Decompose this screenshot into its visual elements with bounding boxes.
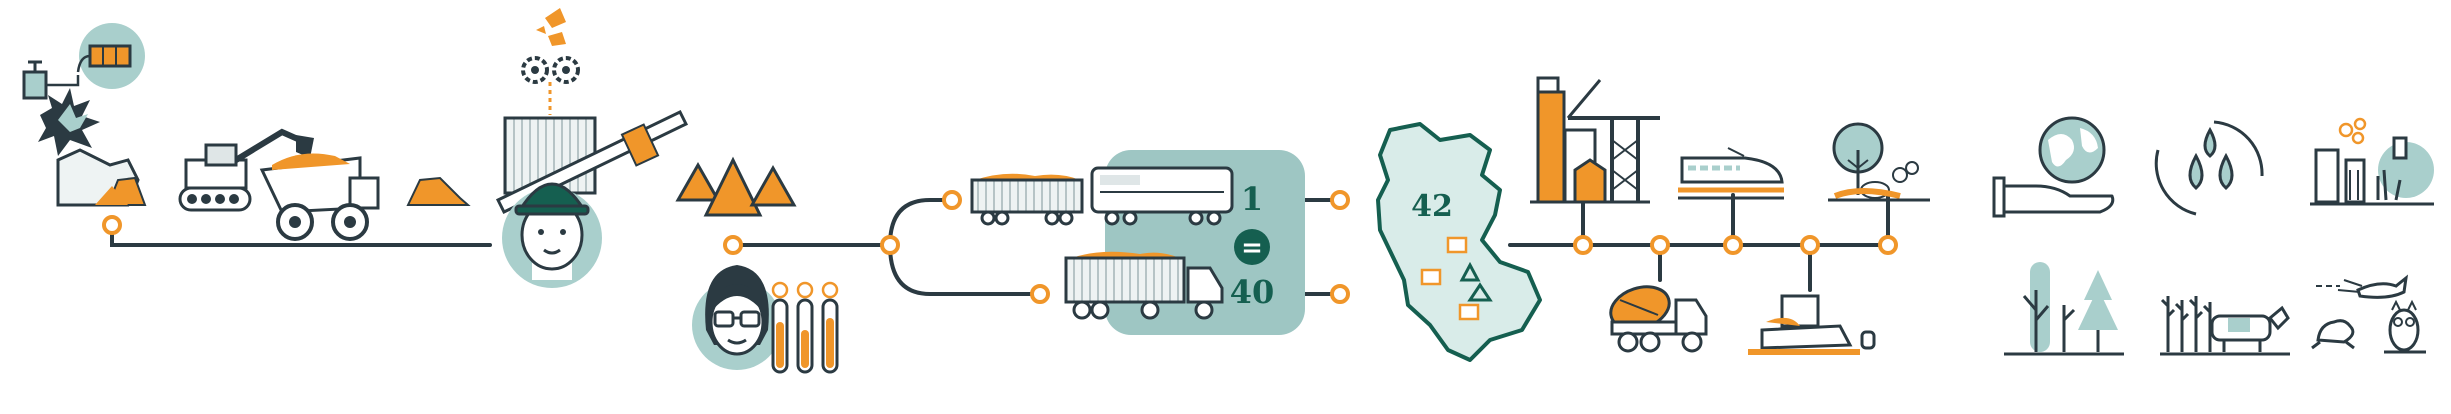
node [1723, 235, 1743, 255]
node [723, 235, 743, 255]
tree-icon [1828, 122, 1930, 202]
worker-helmet-icon [502, 182, 602, 288]
line-branch-top [888, 198, 954, 247]
dynamite-icon [22, 23, 145, 100]
equals-badge: = [1234, 229, 1270, 265]
plant-marker-icon [1446, 236, 1468, 254]
node [1030, 284, 1050, 304]
plant-marker-icon [1420, 268, 1442, 286]
aggregate-pile-icon [406, 176, 471, 206]
water-cycle-icon [2154, 120, 2264, 216]
equals-symbol: = [1241, 233, 1263, 263]
plant-marker-icon [1458, 303, 1480, 321]
plant-icon [1530, 76, 1660, 204]
farm-icon [2160, 296, 2290, 356]
explosion-icon [38, 88, 147, 207]
excavator-icon [178, 128, 314, 212]
node [1573, 235, 1593, 255]
connection-nodes [102, 190, 1898, 304]
test-tubes-icon [771, 281, 839, 374]
aggregate-piles-icon [675, 156, 797, 217]
forest-icon [2004, 262, 2124, 356]
truck-icon [1064, 251, 1224, 320]
node [1330, 190, 1350, 210]
biodiversity-icon [2310, 117, 2434, 206]
paver-icon [1748, 294, 1876, 355]
wildlife-icon [2311, 274, 2426, 354]
dump-truck-icon [259, 153, 380, 241]
equivalence-right-number: 40 [1230, 273, 1275, 311]
node [1800, 235, 1820, 255]
high-speed-train-icon [1678, 147, 1784, 200]
node [1330, 284, 1350, 304]
region-number: 42 [1411, 189, 1453, 224]
node [942, 190, 962, 210]
globe-hand-icon [1992, 116, 2115, 218]
node [1650, 235, 1670, 255]
equivalence-left-number: 1 [1241, 180, 1263, 218]
node [880, 235, 900, 255]
mixer-truck-icon [1609, 285, 1708, 353]
node [102, 215, 122, 235]
line-branch-bottom [888, 243, 1042, 296]
node [1878, 235, 1898, 255]
train-icon [970, 166, 1234, 226]
lab-technician-icon [692, 265, 782, 370]
map-icon: 42 [1376, 122, 1542, 362]
